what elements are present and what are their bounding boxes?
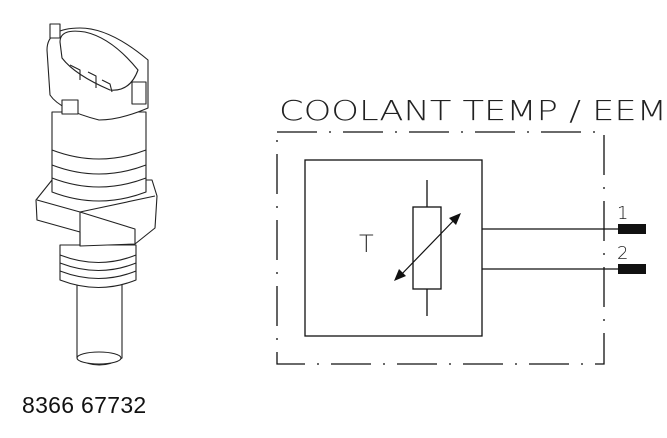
arrowhead-down-icon [394,269,406,281]
pin-1-label: 1 [617,203,628,224]
variable-arrow [397,215,459,279]
outer-boundary-dashed [276,131,605,365]
schematic [276,131,646,365]
terminal-pin-2 [618,264,646,274]
terminal-pin-1 [618,224,646,234]
part-number: 8366 67732 [22,392,147,418]
sensor-box [304,159,483,337]
pin-2-label: 2 [617,243,628,264]
thermistor-label: T [359,230,374,258]
arrowhead-up-icon [449,213,461,225]
diagram-title: COOLANT TEMP / EEM [279,94,667,127]
sensor-illustration [35,23,158,366]
